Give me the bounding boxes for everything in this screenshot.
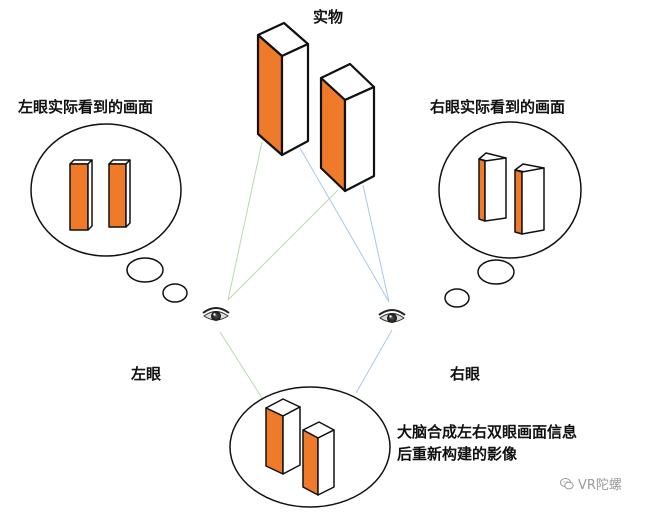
- brain-caption-line1: 大脑合成左右双眼画面信息: [397, 423, 578, 441]
- right-bubble-dot-small: [444, 288, 470, 308]
- right-view-block-1-front: [478, 158, 486, 222]
- right-view-block-1-side: [484, 157, 507, 222]
- left-view-block-2-side: [125, 159, 131, 228]
- object-label: 实物: [313, 8, 344, 26]
- right-bubble-dot-large: [477, 259, 515, 285]
- wechat-icon: [560, 477, 574, 489]
- real-block-tall-side: [280, 42, 310, 157]
- right-eye-label: 右眼: [450, 365, 481, 383]
- left-eye-label: 左眼: [131, 365, 162, 383]
- right-bubble-main: [438, 121, 582, 259]
- left-bubble-dot-small: [162, 283, 188, 303]
- left-view-block-1-side: [87, 159, 93, 231]
- real-object-blocks: [256, 21, 376, 193]
- ray-left-eye-tall-block: [227, 141, 263, 301]
- right-view-block-2-front: [514, 169, 523, 235]
- eye-icon: [202, 307, 230, 321]
- real-block-tall: [256, 21, 310, 157]
- brain-block-1-front: [265, 407, 284, 475]
- right-view-blocks: [478, 152, 545, 235]
- real-block-short: [319, 62, 376, 193]
- left-bubble-dot-large: [126, 257, 164, 283]
- right-eye-thought-bubble: [438, 121, 582, 308]
- watermark: VR陀螺: [560, 474, 622, 493]
- right-view-block-2-side: [521, 167, 545, 235]
- brain-image-bubble: [229, 386, 391, 508]
- brain-caption: 大脑合成左右双眼画面信息 后重新构建的影像: [397, 421, 607, 465]
- ray-right-eye-tall-block: [299, 147, 390, 303]
- left-view-blocks: [69, 159, 131, 231]
- left-bubble-main: [30, 123, 182, 257]
- left-eye-view-label: 左眼实际看到的画面: [18, 98, 154, 116]
- left-view-block-1-front: [69, 163, 89, 231]
- real-block-tall-front: [256, 33, 284, 157]
- ray-right-eye-short-block: [362, 184, 390, 303]
- ray-left-eye-short-block: [227, 189, 339, 301]
- ray-left-eye-to-brain: [219, 331, 263, 399]
- left-view-block-2-front: [108, 163, 127, 228]
- brain-block-2-front: [302, 429, 319, 496]
- brain-caption-line2: 后重新构建的影像: [397, 445, 518, 463]
- watermark-text: VR陀螺: [578, 478, 622, 493]
- sight-rays: [219, 141, 393, 399]
- brain-view-blocks: [265, 398, 335, 496]
- brain-block-1-side: [282, 406, 301, 475]
- real-block-short-side: [343, 85, 376, 193]
- left-eye-thought-bubble: [30, 123, 188, 303]
- eye-icon: [378, 309, 406, 323]
- right-eye-view-label: 右眼实际看到的画面: [430, 98, 566, 116]
- ray-right-eye-to-brain: [355, 329, 393, 394]
- brain-block-2-side: [317, 429, 335, 496]
